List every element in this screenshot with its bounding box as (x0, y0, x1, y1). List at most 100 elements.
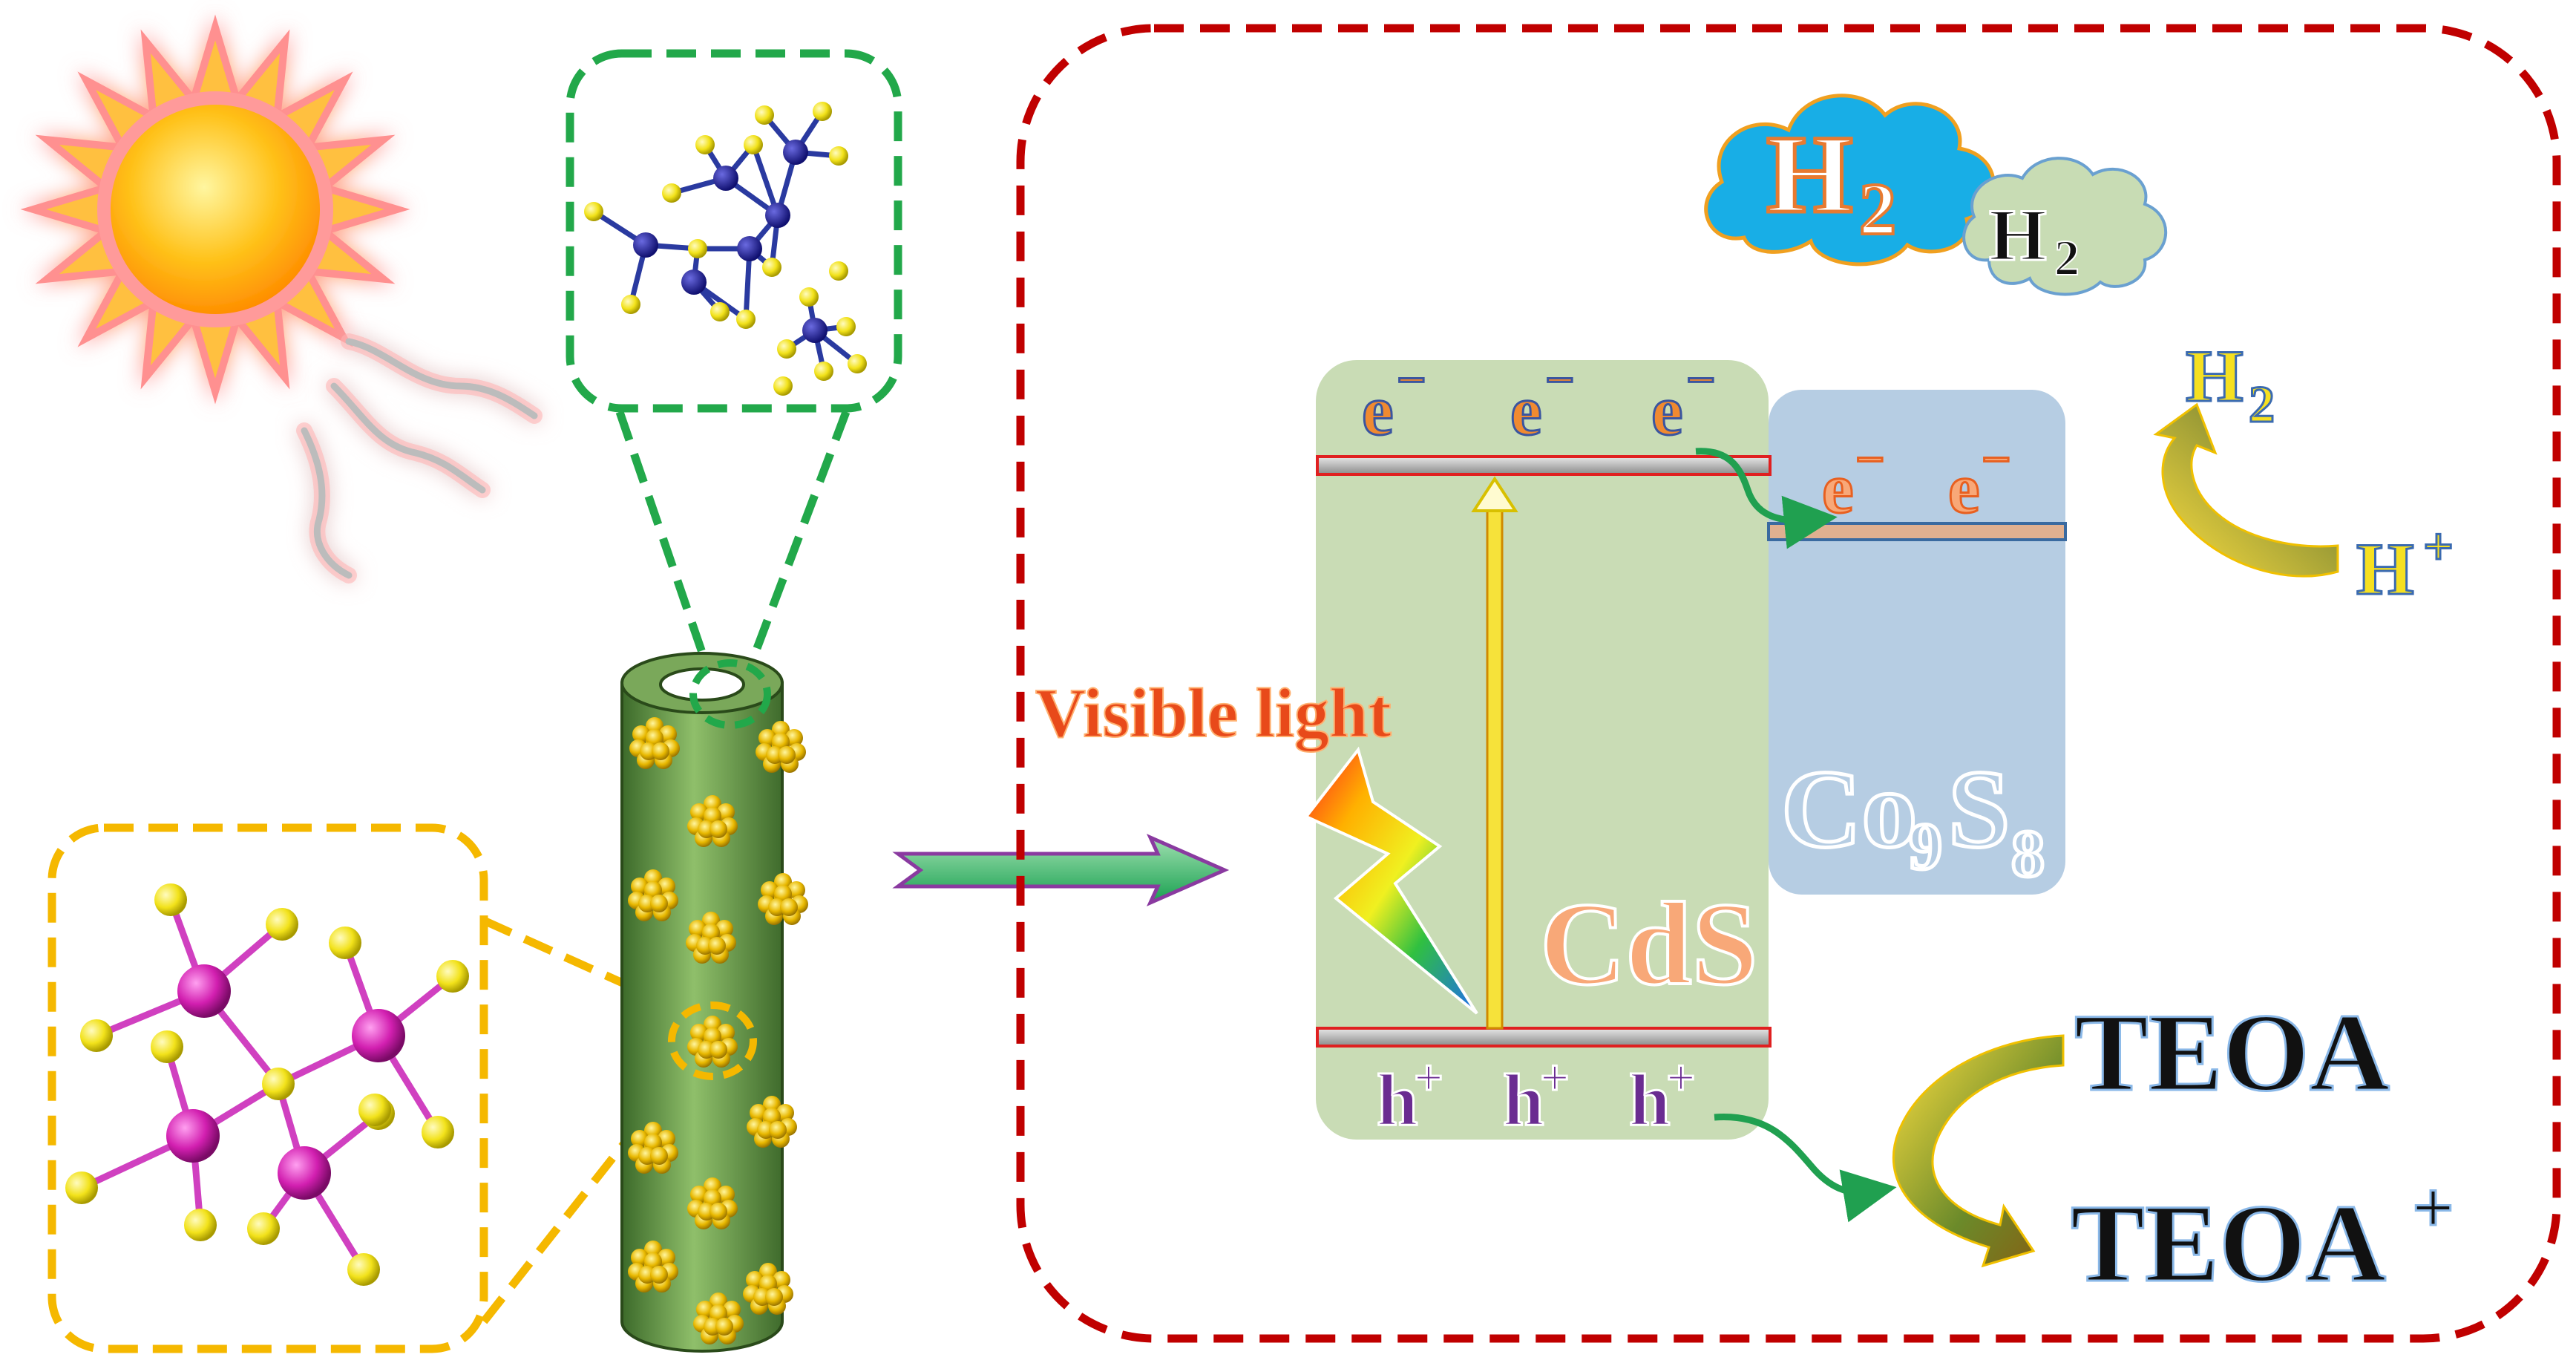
hplus-label: H + (2356, 516, 2455, 612)
hplus-sup: + (2423, 517, 2454, 576)
nanoparticle (631, 878, 649, 895)
sulfur-atom (266, 908, 298, 941)
nanoparticle-cluster (629, 717, 680, 769)
sulfur-atom (762, 258, 781, 277)
cds-electrons: e − e − e − (1361, 351, 1717, 451)
mechanism-frame (1016, 24, 2561, 1343)
visible-light-label: Visible light (1035, 675, 1392, 752)
teoa-oxidation-curve-arrow (1892, 1034, 2065, 1268)
nanoparticle (650, 1266, 668, 1284)
hole-charge: + (1414, 1050, 1443, 1107)
top-highlight-circle (689, 659, 771, 729)
co9s8-base-co: Co (1781, 748, 1917, 871)
nanoparticle (652, 742, 669, 760)
nanoparticle (689, 920, 707, 938)
nanoparticle (658, 1249, 675, 1267)
nanoparticle (787, 881, 805, 899)
sulfur-atom (814, 362, 833, 381)
nanoparticle (644, 881, 662, 899)
cds-conduction-band (1316, 455, 1772, 476)
nanoparticle (776, 1104, 794, 1122)
process-arrow (892, 834, 1230, 906)
teoa-plus-sup: + (2412, 1166, 2454, 1249)
h2-large-sub: 2 (1859, 168, 1896, 250)
sulfur-atom (347, 1253, 380, 1286)
hole-label: h (1377, 1059, 1418, 1141)
zoom-lines-green (615, 411, 851, 673)
electron-charge: − (1397, 352, 1426, 409)
sulfur-atom (695, 135, 715, 154)
co9s8-label: Co 9 S 8 (1780, 746, 2047, 893)
sun-icon (20, 14, 410, 405)
nanoparticle (746, 1271, 764, 1289)
hole-transfer-arrow (1714, 1114, 1897, 1223)
hole-label: h (1503, 1059, 1544, 1141)
nanoparticle (765, 1288, 783, 1306)
cadmium-atom (166, 1109, 220, 1163)
sulfur-atom (829, 261, 848, 281)
sulfur-atom (688, 239, 707, 258)
nanoparticle-cluster (756, 721, 806, 773)
cds-label: CdS (1540, 878, 1758, 1010)
nanoparticle (708, 937, 726, 955)
cadmium-atom (177, 964, 231, 1018)
sulfur-atom (744, 135, 763, 154)
h2-product-sub: 2 (2249, 376, 2275, 434)
sulfur-atom (422, 1116, 454, 1148)
excitation-arrow (1471, 476, 1518, 1030)
nanoparticle (704, 1189, 721, 1207)
nanoparticle-cluster (628, 869, 678, 921)
nanoparticle-cluster (628, 1122, 678, 1174)
nanoparticle-cluster (747, 1096, 797, 1148)
electron-label: e (1651, 370, 1683, 450)
electron-label: e (1510, 370, 1542, 450)
sulfur-atom (80, 1019, 113, 1052)
nanoparticle (769, 1121, 787, 1139)
nanoparticle (702, 924, 720, 941)
h2-large-base: H (1766, 113, 1853, 236)
nanoparticle (650, 1147, 668, 1165)
co9s8-sub-9: 9 (1909, 810, 1942, 883)
nanoparticle (690, 1024, 708, 1042)
nanoparticle (773, 1271, 790, 1289)
h2-small-sub: 2 (2054, 229, 2080, 286)
cobalt-atom (633, 232, 658, 258)
sulfur-atom (799, 287, 819, 307)
sulfur-atom (65, 1171, 98, 1204)
co9s8-sub-8: 8 (2011, 817, 2045, 891)
nanoparticle (704, 807, 721, 825)
lightning-bolt-icon (1303, 746, 1478, 1015)
nanoparticle (717, 1186, 735, 1203)
nanoparticle (696, 1301, 714, 1318)
nanoparticle (644, 1252, 662, 1270)
nanoparticle (780, 898, 798, 916)
co9s8-crystal-structure (584, 102, 867, 396)
nanoparticle (631, 1249, 649, 1267)
nanoparticle-cluster (687, 795, 738, 847)
nanoparticle (709, 1304, 727, 1322)
nanoparticle (704, 1027, 721, 1045)
sulfur-atom (829, 146, 848, 166)
nanoparticle (778, 746, 796, 764)
cds-valence-band (1316, 1027, 1772, 1048)
electron-label: e (1822, 448, 1854, 528)
co9s8-electrons: e − e − (1821, 431, 2013, 529)
sulfur-atom (836, 317, 856, 336)
co9s8-base-s: S (1948, 748, 2010, 871)
sun-ray (20, 14, 410, 405)
nanoparticle (644, 1134, 662, 1151)
nanoparticle (658, 1130, 675, 1148)
nanoparticle (715, 920, 733, 938)
h2-product-label: H 2 (2185, 334, 2276, 435)
cadmium-atom (352, 1009, 405, 1062)
cloud-icon (1962, 157, 2168, 296)
nanoparticle (632, 725, 650, 743)
nanoparticle-cluster (743, 1263, 793, 1315)
nanoparticle-cluster (693, 1293, 744, 1344)
cadmium-atom (278, 1146, 331, 1200)
electron-label: e (1948, 448, 1980, 528)
cloud-icon (1704, 94, 1996, 267)
sulfur-atom (184, 1209, 217, 1241)
nanoparticle (690, 803, 708, 821)
